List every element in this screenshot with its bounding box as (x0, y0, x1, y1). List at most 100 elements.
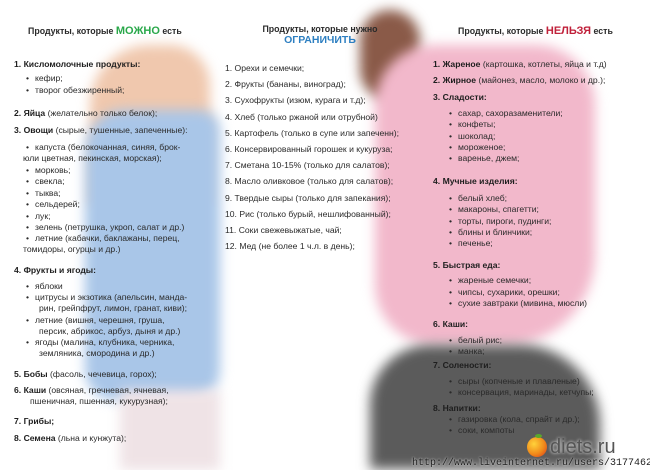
item-detail: варенье, джем; (458, 153, 520, 163)
item-detail: макароны, спагетти; (458, 204, 539, 214)
item-detail: цитрусы и экзотика (апельсин, манда- (35, 292, 188, 302)
item-detail: летние (кабачки, баклажаны, перец, (35, 233, 180, 243)
item-detail: жареные семечки; (458, 275, 532, 285)
list-line: сельдерей; (26, 199, 80, 210)
item-number: 8. (433, 403, 443, 413)
item-title: Каши: (442, 319, 468, 329)
item-detail: пшеничная, пшенная, кукурузная); (30, 396, 168, 406)
list-line: белый хлеб; (449, 193, 507, 204)
list-line: 7. Солености: (433, 360, 491, 371)
item-detail: яблоки (35, 281, 63, 291)
forbidden-accent: НЕЛЬЗЯ (545, 25, 592, 37)
item-title: Фрукты и ягоды: (23, 265, 96, 275)
item-number: 3. (433, 92, 443, 102)
item-detail: (овсяная, гречневая, ячневая, (46, 385, 169, 395)
item-number: 5. (433, 260, 443, 270)
limit-item: 9. Твердые сыры (только для запекания); (225, 192, 391, 203)
list-line: капуста (белокочанная, синяя, брок- (26, 142, 180, 153)
item-title: Сладости: (442, 92, 487, 102)
limit-item: 8. Масло оливковое (только для салатов); (225, 176, 394, 187)
heading-text: есть (159, 26, 182, 36)
list-line: юли цветная, пекинская, морская); (23, 153, 162, 164)
list-line: 8. Семена (льна и кунжута); (14, 433, 126, 444)
limit-heading: Продукты, которые нужно ОГРАНИЧИТЬ (250, 24, 390, 46)
limit-item: 3. Сухофрукты (изюм, курага и т.д); (225, 95, 366, 106)
item-title: Напитки: (442, 403, 481, 413)
item-detail: торты, пироги, пудинги; (458, 216, 552, 226)
item-title: Каши (23, 385, 47, 395)
list-line: свекла; (26, 176, 65, 187)
item-title: Мучные изделия: (442, 176, 518, 186)
item-detail: кефир; (35, 73, 63, 83)
right-woman-pants (370, 345, 600, 469)
diets-logo: diets.ru (527, 434, 616, 458)
list-line: 2. Жирное (майонез, масло, молоко и др.)… (433, 75, 605, 86)
item-title: Овощи (23, 125, 54, 135)
list-line: 4. Фрукты и ягоды: (14, 265, 96, 276)
item-number: 7. (433, 360, 443, 370)
item-detail: конфеты; (458, 119, 496, 129)
item-detail: (желательно только белок); (45, 108, 158, 118)
apple-icon (527, 434, 547, 457)
item-title: Жирное (442, 75, 477, 85)
item-detail: сухие завтраки (мивина, мюсли) (458, 298, 587, 308)
list-line: конфеты; (449, 119, 495, 130)
forbidden-heading: Продукты, которые НЕЛЬЗЯ есть (458, 25, 613, 37)
item-detail: (картошка, котлеты, яйца и т.д) (480, 59, 607, 69)
list-line: 4. Мучные изделия: (433, 176, 518, 187)
list-line: ягоды (малина, клубника, черника, (26, 337, 174, 348)
item-detail: (сырые, тушенные, запеченные): (53, 125, 188, 135)
item-number: 1. (14, 59, 24, 69)
limit-item: 7. Сметана 10-15% (только для салатов); (225, 160, 390, 171)
item-title: Жареное (442, 59, 481, 69)
allowed-heading: Продукты, которые МОЖНО есть (28, 25, 182, 37)
limit-item: 2. Фрукты (бананы, виноград); (225, 79, 346, 90)
list-line: летние (вишня, черешня, груша, (26, 315, 165, 326)
list-line: пшеничная, пшенная, кукурузная); (30, 396, 168, 407)
limit-item: 6. Консервированный горошек и кукуруза; (225, 144, 393, 154)
item-detail: белый хлеб; (458, 193, 508, 203)
list-line: сухие завтраки (мивина, мюсли) (449, 298, 587, 309)
list-line: шоколад; (449, 131, 495, 142)
item-number: 6. (14, 385, 24, 395)
limit-item: 5. Картофель (только в супе или запеченн… (225, 127, 400, 138)
limit-accent: ОГРАНИЧИТЬ (284, 34, 356, 46)
limit-item: 11. Соки свежевыжатые, чай; (225, 225, 342, 235)
heading-text: Продукты, которые (28, 26, 116, 36)
item-detail: (майонез, масло, молоко и др.); (476, 75, 606, 85)
list-line: сыры (копченые и плавленые) (449, 376, 580, 387)
item-number: 6. (433, 319, 443, 329)
list-line: 6. Каши (овсяная, гречневая, ячневая, (14, 385, 169, 396)
item-number: 5. (14, 369, 24, 379)
list-line: консервация, маринады, кетчупы; (449, 387, 594, 398)
item-detail: сельдерей; (35, 199, 80, 209)
list-line: 1. Жареное (картошка, котлеты, яйца и т.… (433, 59, 607, 70)
item-detail: чипсы, сухарики, орешки; (458, 287, 560, 297)
item-detail: манка; (458, 346, 485, 356)
list-line: 6. Каши: (433, 319, 468, 330)
list-line: 3. Сладости: (433, 92, 487, 103)
heading-text: Продукты, которые (458, 26, 546, 36)
item-detail: соки, компоты (458, 425, 515, 435)
list-line: торты, пироги, пудинги; (449, 216, 551, 227)
list-line: яблоки (26, 281, 63, 292)
item-detail: лук; (35, 211, 51, 221)
list-line: сахар, сахоразаменители; (449, 108, 563, 119)
item-detail: творог обезжиренный; (35, 85, 125, 95)
item-detail: рин, грейпфрут, лимон, гранат, киви); (39, 303, 188, 313)
limit-item: 12. Мед (не более 1 ч.л. в день); (225, 241, 355, 252)
item-detail: морковь; (35, 165, 71, 175)
item-detail: шоколад; (458, 131, 496, 141)
item-number: 3. (14, 125, 24, 135)
list-line: 1. Кисломолочные продукты: (14, 59, 140, 70)
list-line: чипсы, сухарики, орешки; (449, 287, 560, 298)
list-line: 5. Бобы (фасоль, чечевица, горох); (14, 369, 157, 380)
item-number: 8. (14, 433, 24, 443)
list-line: лук; (26, 211, 50, 222)
limit-item: 4. Хлеб (только ржаной или отрубной) (225, 111, 378, 122)
list-line: жареные семечки; (449, 275, 531, 286)
list-line: белый рис; (449, 335, 502, 346)
item-detail: мороженое; (458, 142, 506, 152)
item-detail: консервация, маринады, кетчупы; (458, 387, 594, 397)
item-detail: свекла; (35, 176, 65, 186)
